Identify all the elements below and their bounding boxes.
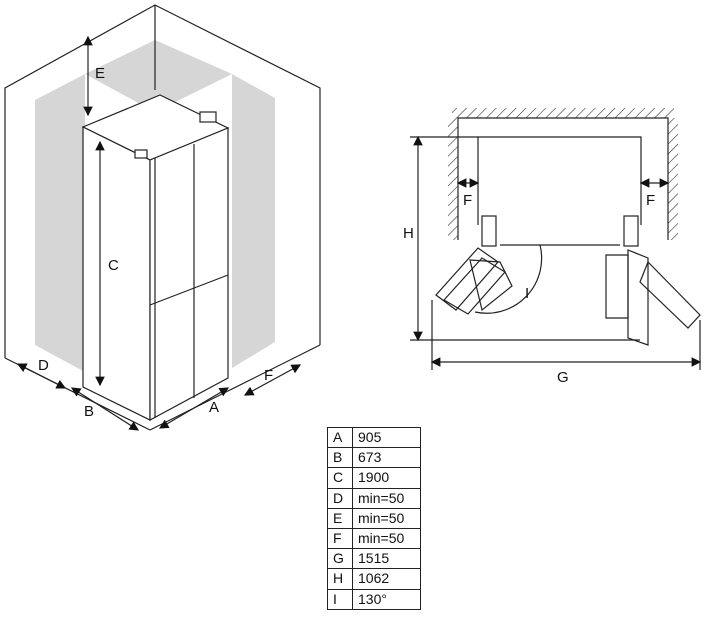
dimension-value: min=50 <box>352 507 421 529</box>
dimension-key: A <box>327 426 353 449</box>
label-f: F <box>264 367 273 384</box>
dimension-key: G <box>327 548 353 570</box>
wall-clearance-right <box>232 74 275 368</box>
label-f-right: F <box>646 192 655 209</box>
dimension-key: I <box>327 588 353 610</box>
dimension-value: min=50 <box>352 487 421 509</box>
left-door <box>435 215 513 315</box>
dimension-value: 130° <box>352 588 421 610</box>
label-f-left: F <box>463 192 472 209</box>
label-b: B <box>84 403 94 420</box>
dimension-key: B <box>327 447 353 469</box>
label-g: G <box>557 369 569 386</box>
label-a: A <box>209 399 219 416</box>
dimension-key: D <box>327 487 353 509</box>
dimension-value: min=50 <box>352 527 421 550</box>
right-door <box>605 215 701 346</box>
dimension-key: F <box>327 527 353 550</box>
label-i: I <box>525 285 529 302</box>
label-c: C <box>108 257 119 274</box>
label-h: H <box>403 225 414 242</box>
installation-view <box>4 4 321 431</box>
door-opening-view <box>410 108 702 370</box>
label-e: E <box>95 65 105 82</box>
dimension-value: 1062 <box>352 568 421 590</box>
wall-clearance-top <box>85 40 232 112</box>
dimension-value: 1515 <box>352 548 421 570</box>
dimension-value: 1900 <box>352 467 421 489</box>
dimension-value: 673 <box>352 447 421 469</box>
label-d: D <box>38 357 49 374</box>
dimension-key: E <box>327 507 353 529</box>
opening-angle-arc <box>474 244 543 314</box>
wall-clearance-left <box>35 74 85 372</box>
dimension-key: H <box>327 568 353 590</box>
fridge-front <box>149 127 229 422</box>
dimension-key: C <box>327 467 353 489</box>
dimension-value: 905 <box>352 426 421 449</box>
